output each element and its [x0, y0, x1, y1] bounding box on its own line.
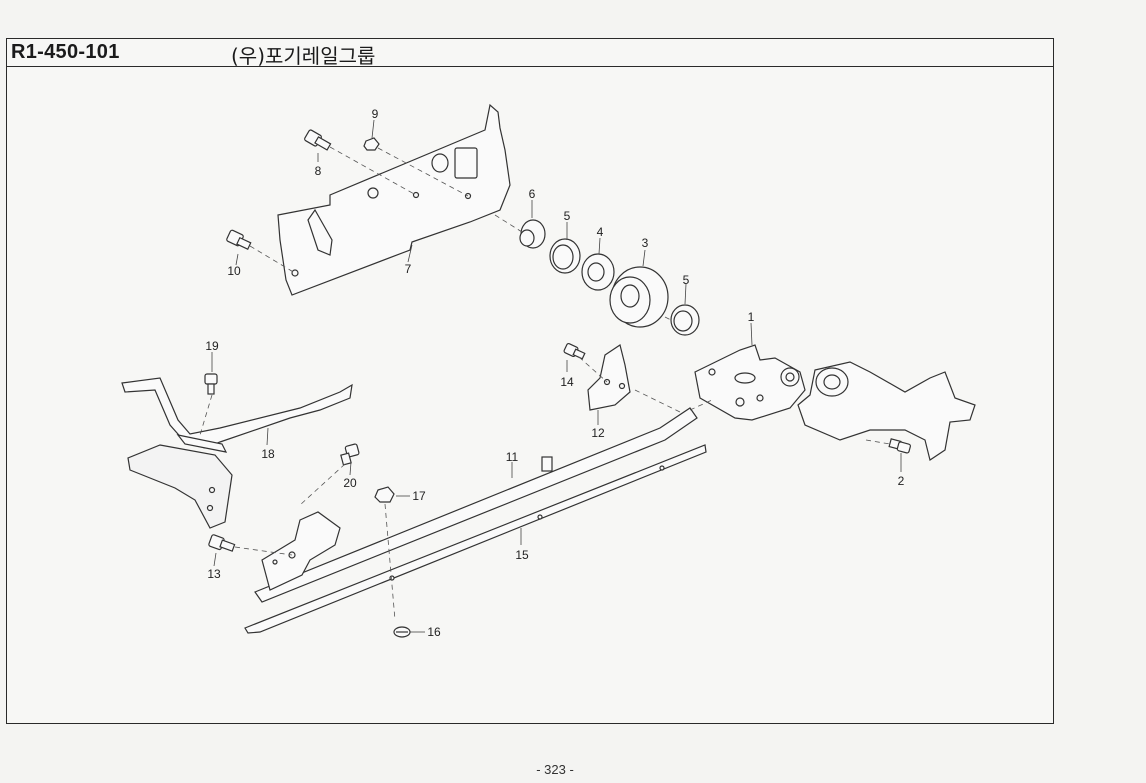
callout-16: 16: [427, 625, 441, 639]
callout-11: 11: [506, 450, 519, 464]
rail-11: [254, 407, 698, 603]
callout-17: 17: [412, 489, 426, 503]
nut-9: [363, 137, 380, 151]
right-housing-part: [797, 361, 976, 461]
rail-15: [244, 444, 707, 634]
leader-lines: [211, 119, 902, 633]
spacer-6: [519, 219, 546, 249]
callout-8: 8: [315, 164, 322, 178]
bearing-4: [581, 253, 615, 291]
callout-9: 9: [372, 107, 379, 121]
snap-ring-5b: [670, 304, 700, 336]
callout-19: 19: [205, 339, 219, 353]
callout-14: 14: [560, 375, 574, 389]
bolt-14: [563, 342, 586, 360]
callout-15: 15: [515, 548, 529, 562]
part-group-title: (우)포기레일그룹: [231, 44, 376, 68]
callout-5a: 5: [564, 209, 571, 223]
screw-16: [393, 626, 411, 638]
callout-6: 6: [529, 187, 536, 201]
callout-7: 7: [405, 262, 412, 276]
bolt-20: [340, 443, 360, 466]
callout-labels: 1 2 3 4 5 5 6 7 8 9 10 11 12 13 14 15 16…: [205, 107, 904, 639]
callout-1: 1: [748, 310, 755, 324]
callout-18: 18: [261, 447, 275, 461]
callout-20: 20: [343, 476, 357, 490]
lever-18: [121, 377, 353, 453]
nut-17: [374, 486, 395, 503]
bolt-8: [304, 129, 332, 151]
callout-5b: 5: [683, 273, 690, 287]
bracket-12: [587, 344, 631, 411]
part-group-code: R1-450-101: [11, 41, 120, 63]
callout-4: 4: [597, 225, 604, 239]
bolt-13: [208, 534, 236, 552]
callout-3: 3: [642, 236, 649, 250]
bolt-19: [204, 373, 218, 395]
callout-12: 12: [591, 426, 605, 440]
title-bar: R1-450-101 (우)포기레일그룹: [7, 39, 1053, 68]
page-number: - 323 -: [536, 762, 574, 777]
snap-ring-5a: [549, 238, 581, 274]
callout-13: 13: [207, 567, 221, 581]
callout-10: 10: [227, 264, 241, 278]
gear-pulley-3: [609, 266, 669, 328]
assembly-lines: [199, 146, 891, 621]
bolt-10: [226, 229, 252, 250]
callout-2: 2: [898, 474, 905, 488]
bolt-2: [888, 438, 911, 454]
mount-bracket-1: [694, 344, 806, 421]
lower-bracket: [127, 444, 233, 529]
plate-bracket-part: [277, 103, 511, 296]
